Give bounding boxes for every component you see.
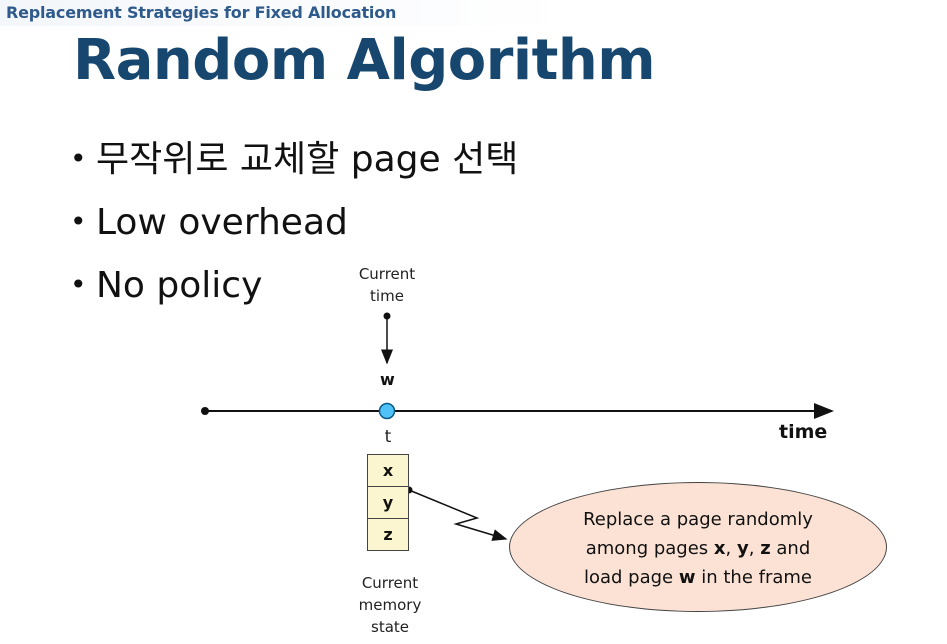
time-axis-label: time	[779, 421, 828, 443]
callout-page-w: w	[678, 567, 696, 588]
bullet-dot-icon: •	[70, 142, 87, 175]
memory-state-label: Current memory state	[342, 572, 438, 638]
callout-text-fragment: load page	[583, 567, 679, 588]
callout-page-x: x	[713, 538, 726, 559]
callout-text-fragment: ,	[725, 538, 737, 559]
bullet-dot-icon: •	[70, 205, 87, 238]
callout-line2: among pages x, y, z and	[509, 534, 887, 563]
current-time-point	[378, 402, 396, 420]
reference-page-label: w	[380, 370, 395, 389]
current-time-label-line1: Current	[358, 265, 416, 283]
callout-line1: Replace a page randomly	[583, 509, 813, 530]
memory-label-line2: memory	[358, 596, 422, 614]
bullet-list: • 무작위로 교체할 page 선택 • Low overhead • No poli…	[70, 136, 518, 325]
section-title: Replacement Strategies for Fixed Allocat…	[6, 3, 397, 22]
callout-page-y: y	[737, 538, 749, 559]
callout-text-fragment: and	[770, 538, 811, 559]
memory-label-line1: Current	[361, 574, 419, 592]
callout-page-z: z	[760, 538, 771, 559]
time-marker-label: t	[384, 427, 392, 447]
slide-title: Random Algorithm	[73, 28, 656, 93]
bullet-item: • No policy	[70, 262, 518, 325]
callout-line3: load page w in the frame	[509, 563, 887, 592]
bullet-text: 무작위로 교체할 page 선택	[96, 139, 519, 180]
header-band	[0, 0, 947, 26]
memory-label-line3: state	[371, 618, 409, 636]
callout-text-fragment: ,	[748, 538, 761, 559]
memory-frames: x y z	[367, 454, 409, 551]
current-time-label: Current time	[347, 263, 427, 307]
callout-text: Replace a page randomly among pages x, y…	[509, 505, 887, 592]
frame-cell: x	[368, 455, 408, 487]
callout-ellipse	[509, 482, 887, 612]
bullet-item: • Low overhead	[70, 199, 518, 262]
bullet-item: • 무작위로 교체할 page 선택	[70, 136, 518, 199]
callout-text-fragment: in the frame	[695, 567, 812, 588]
bullet-text: Low overhead	[96, 202, 348, 243]
frame-cell: z	[383, 525, 393, 544]
current-time-label-line2: time	[370, 287, 404, 305]
callout-text-fragment: among pages	[585, 538, 714, 559]
callout-connector	[408, 489, 508, 541]
bullet-text: No policy	[96, 265, 263, 306]
frame-cell: y	[368, 487, 408, 519]
bullet-dot-icon: •	[70, 268, 87, 301]
